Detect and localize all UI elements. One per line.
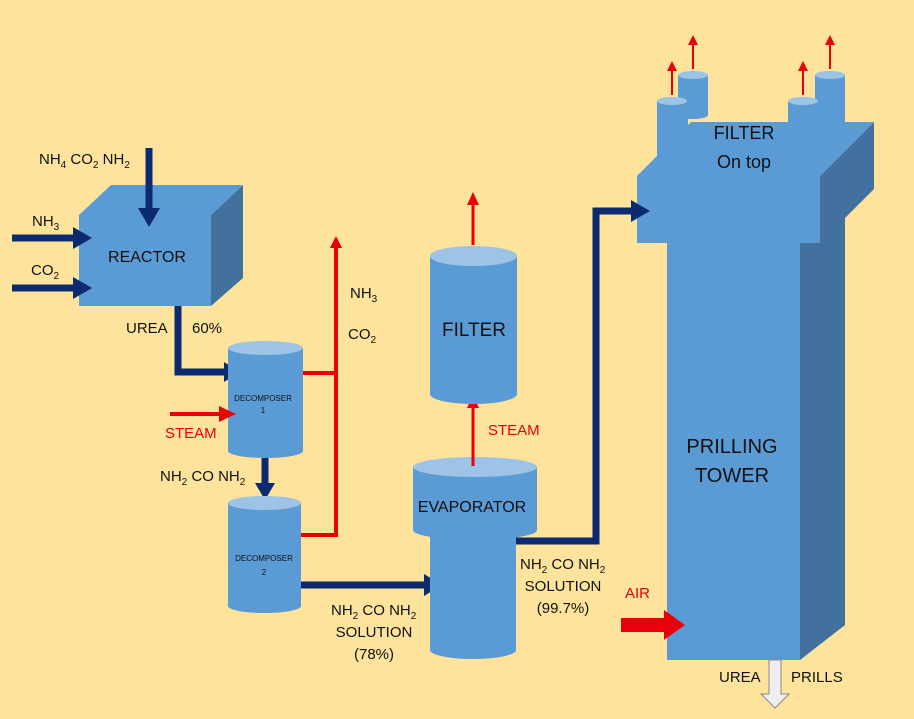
tower-body [667, 243, 800, 660]
tower-filter-label: FILTER [714, 123, 775, 143]
solution-997-percent-label: (99.7%) [537, 600, 590, 617]
solution-78-label: SOLUTION [336, 624, 413, 641]
steam-into-decomposer1-arrow [170, 406, 236, 422]
tower-side [800, 208, 845, 660]
middle-filter [430, 246, 517, 404]
output-urea-label: UREA [719, 669, 761, 686]
decomposer1-steam-label: STEAM [165, 425, 217, 442]
evaporator-label: EVAPORATOR [418, 499, 526, 516]
reactor-input-arrows [12, 148, 160, 299]
solution-997-label: SOLUTION [525, 578, 602, 595]
urea-prills-output-arrow [759, 659, 791, 709]
tower-top-side [820, 122, 874, 243]
output-prills-label: PRILLS [791, 669, 843, 686]
evaporator-lower [430, 530, 516, 650]
decomposer-1 [228, 341, 303, 458]
tower-filter-ontop-label: On top [717, 152, 771, 172]
prilling-tower-label-2: TOWER [695, 465, 769, 487]
tower-vent-arrows [667, 35, 835, 95]
reactor-front [79, 215, 211, 306]
evaporator-to-filter-steam-arrow [467, 395, 479, 466]
air-into-tower-arrow [621, 610, 685, 640]
decomposer1-number: 1 [261, 406, 266, 415]
filter-cylinder [657, 97, 688, 169]
decomposer2-label: DECOMPOSER [235, 554, 293, 563]
tower-filter-cylinders [657, 71, 845, 169]
decomposer2-to-evaporator-arrow [301, 574, 442, 596]
reactor-top [79, 185, 243, 215]
solution-997-formula-label: NH2 CO NH2 [520, 556, 606, 576]
reactor-urea-label: UREA [126, 320, 168, 337]
evaporator [413, 457, 537, 659]
co2-vent-label: CO2 [348, 326, 377, 346]
decomposer-vent-line [301, 236, 342, 537]
urea-between-decomposers-label: NH2 CO NH2 [160, 468, 246, 488]
evaporator-to-tower-arrow [516, 200, 650, 545]
evaporator-steam-label: STEAM [488, 422, 540, 439]
air-label: AIR [625, 585, 650, 602]
reactor-label: REACTOR [108, 249, 186, 266]
carbamate-input-label: NH4 CO2 NH2 [39, 151, 130, 171]
solution-78-formula-label: NH2 CO NH2 [331, 602, 417, 622]
tower-top-front [637, 176, 820, 243]
prilling-tower [637, 122, 874, 660]
prilling-tower-label: PRILLING [686, 436, 777, 458]
ammonia-input-label: NH3 [32, 213, 60, 233]
decomposer1-label: DECOMPOSER [234, 394, 292, 403]
reactor-side [211, 185, 243, 306]
decomposer1-to-decomposer2-arrow [255, 458, 275, 500]
co2-input-label: CO2 [31, 262, 60, 282]
nh3-vent-label: NH3 [350, 285, 378, 305]
solution-78-percent-label: (78%) [354, 646, 394, 663]
filter-cylinder [815, 71, 845, 143]
middle-filter-vent-arrow [467, 192, 479, 245]
reactor-urea-percent-label: 60% [192, 320, 222, 337]
reactor [79, 185, 243, 306]
middle-filter-label: FILTER [442, 320, 506, 341]
decomposer2-number: 2 [262, 568, 267, 577]
evaporator-upper [413, 467, 537, 530]
decomposer-2 [228, 496, 301, 613]
filter-cylinder [788, 97, 819, 169]
